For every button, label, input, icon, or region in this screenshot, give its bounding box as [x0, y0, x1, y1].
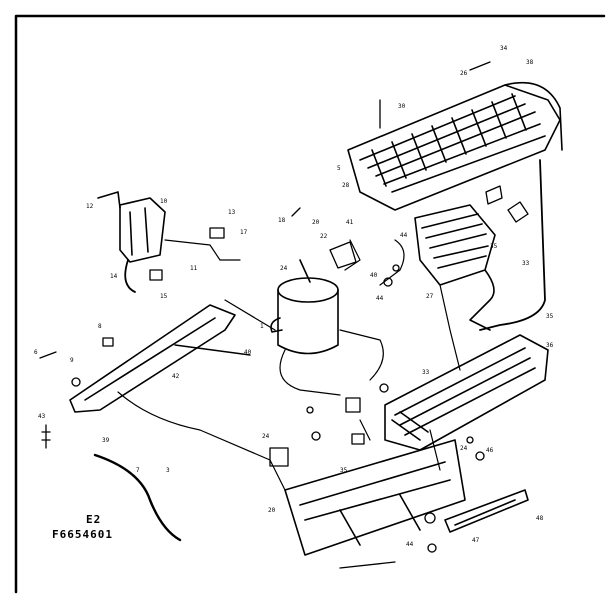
- callout-label: 12: [86, 203, 94, 210]
- callout-label: 36: [546, 342, 554, 349]
- capillary-tube: [174, 344, 251, 356]
- callout-label: 47: [472, 537, 480, 544]
- callout-label: 27: [426, 293, 434, 300]
- callout-label: 26: [460, 70, 468, 77]
- callout-label: 30: [398, 103, 406, 110]
- callout-label: 15: [160, 293, 168, 300]
- compressor: [270, 259, 339, 355]
- callout-label: 39: [102, 437, 110, 444]
- callout-label: 28: [342, 182, 350, 189]
- callout-label: 44: [376, 295, 384, 302]
- callout-label: 44: [406, 541, 414, 548]
- callout-label: 40: [244, 349, 252, 356]
- callout-label: 3: [166, 467, 170, 474]
- control-box: [97, 191, 166, 263]
- part-number: F6654601: [52, 528, 113, 541]
- callout-label: 20: [268, 507, 276, 514]
- frame-border: [14, 14, 606, 594]
- callout-label: 9: [70, 357, 74, 364]
- callout-label: 8: [98, 323, 102, 330]
- callout-label: 38: [526, 59, 534, 66]
- callout-label: 33: [422, 369, 430, 376]
- callout-label: 24: [280, 265, 288, 272]
- callout-label: 34: [500, 45, 508, 52]
- callout-label: 11: [190, 265, 198, 272]
- callout-label: 7: [136, 467, 140, 474]
- callout-label: 43: [38, 413, 46, 420]
- callout-label: 46: [486, 447, 494, 454]
- callout-label: 5: [337, 165, 341, 172]
- callout-label: 24: [460, 445, 468, 452]
- callout-label: 18: [278, 217, 286, 224]
- left-rail: [69, 304, 236, 413]
- callout-labels: 34 26 38 30 5 28 12 14 15 11 17 13 10 18…: [34, 45, 554, 548]
- drain-pan: [384, 334, 549, 451]
- callout-label: 33: [522, 260, 530, 267]
- callout-label: 35: [490, 243, 498, 250]
- callout-label: 35: [340, 467, 348, 474]
- callout-label: 13: [228, 209, 236, 216]
- callout-label: 44: [400, 232, 408, 239]
- callout-label: 22: [320, 233, 328, 240]
- callout-label: 20: [312, 219, 320, 226]
- figure-number: E2: [86, 513, 102, 526]
- callout-label: 40: [370, 272, 378, 279]
- evaporator-coil: [347, 81, 563, 331]
- callout-label: 24: [262, 433, 270, 440]
- wiring: [117, 239, 461, 491]
- callout-label: 35: [546, 313, 554, 320]
- condenser: [414, 204, 496, 331]
- power-cord: [93, 453, 182, 542]
- right-rail: [444, 489, 529, 533]
- callout-label: 41: [346, 219, 354, 226]
- callout-label: 48: [536, 515, 544, 522]
- callout-label: 6: [34, 349, 38, 356]
- cord-clip: [124, 259, 136, 293]
- base-frame: [284, 439, 466, 556]
- callout-label: 42: [172, 373, 180, 380]
- callout-label: 1: [260, 323, 264, 330]
- hardware-parts: [39, 61, 529, 569]
- callout-label: 10: [160, 198, 168, 205]
- callout-label: 17: [240, 229, 248, 236]
- callout-label: 14: [110, 273, 118, 280]
